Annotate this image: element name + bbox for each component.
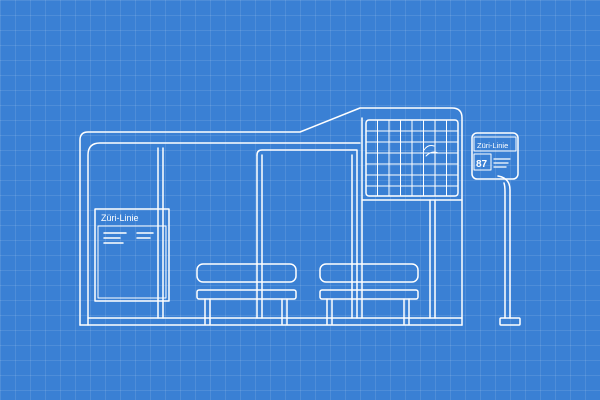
- sign-header: [473, 136, 517, 152]
- sign-pole-foot: [499, 317, 521, 326]
- sign-pole: [497, 175, 511, 319]
- poster-frame: [94, 208, 170, 302]
- shelter-inner-roof: [87, 142, 361, 326]
- bench-left-base: [196, 289, 297, 300]
- bench-left-seat: [196, 263, 297, 283]
- bench-right-seat: [319, 263, 419, 283]
- sign-route-box: [473, 153, 492, 171]
- solar-panel-grid: [365, 119, 459, 197]
- bench-right-base: [319, 289, 419, 300]
- glass-top-frame: [256, 149, 358, 319]
- poster-inner: [97, 225, 167, 299]
- sign-text-lines: [493, 158, 511, 168]
- bus-stop-sign: [471, 132, 519, 180]
- sign-route-number: 87: [476, 159, 488, 170]
- poster-label: Züri-Linie: [101, 213, 139, 223]
- shelter-roof-outline: [79, 107, 463, 326]
- sign-label: Züri-Linie: [477, 141, 508, 150]
- solar-glare-icon: [423, 145, 439, 157]
- poster-text-lines: [103, 232, 154, 244]
